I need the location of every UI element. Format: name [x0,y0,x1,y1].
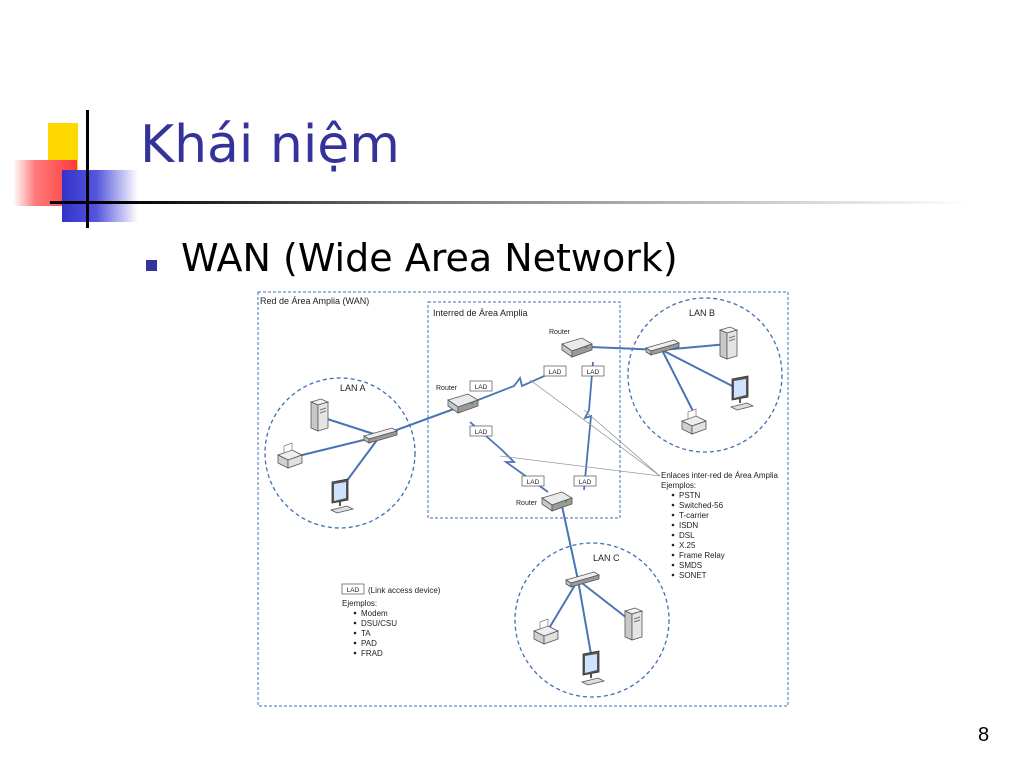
list-bullet [671,553,675,557]
slide-title: Khái niệm [140,115,400,175]
router-label: Router [549,329,571,336]
list-bullet [353,631,357,635]
list-item: ISDN [679,521,698,530]
list-bullet [671,543,675,547]
monitor-icon [330,478,354,514]
lad-label: LAD [475,429,488,436]
links-examples-label: Ejemplos: [661,481,696,490]
list-item: SONET [679,571,707,580]
list-bullet [353,611,357,615]
list-bullet [671,573,675,577]
lad-box [543,365,567,377]
list-bullet [671,493,675,497]
list-bullet [671,563,675,567]
list-item: Frame Relay [679,551,725,560]
internet-label: Interred de Área Amplia [433,308,528,318]
list-item: DSL [679,531,695,540]
list-item: DSU/CSU [361,619,397,628]
router-label: Router [516,500,538,507]
lad-box [469,380,493,392]
list-item: PAD [361,639,377,648]
wan-label: Red de Área Amplia (WAN) [260,296,369,306]
list-bullet [671,533,675,537]
lad-legend-box [341,583,365,595]
wan-boundary [257,291,789,707]
switch-icon [363,427,398,444]
lad-box [521,475,545,487]
lad-label: LAD [527,479,540,486]
list-bullet [353,641,357,645]
lad-label: LAD [475,384,488,391]
internet-boundary [427,301,621,519]
lad-examples-label: Ejemplos: [342,599,377,608]
list-bullet [353,651,357,655]
list-item: SMDS [679,561,702,570]
list-item: PSTN [679,491,701,500]
links-examples-list: PSTN Switched-56 T-carrier ISDN DSL X.25… [671,491,725,580]
bullet-square-icon [146,260,157,271]
callout-lines [499,379,661,477]
lad-legend-label: LAD [347,587,360,594]
list-item: TA [361,629,371,638]
list-item: T-carrier [679,511,709,520]
printer-icon [533,618,559,645]
lad-label: LAD [549,369,562,376]
title-decoration-line [86,110,89,228]
bullet-text: WAN (Wide Area Network) [181,236,678,280]
lan-c-circle [514,542,670,698]
lad-legend-desc: (Link access device) [368,586,441,595]
server-icon [310,398,329,432]
page-number: 8 [978,724,990,746]
lad-label: LAD [587,369,600,376]
lan-a-circle [264,377,416,529]
list-bullet [671,503,675,507]
monitor-icon [581,650,605,686]
list-item: Switched-56 [679,501,724,510]
wan-serial-links [469,361,594,493]
router-icon [541,491,573,512]
server-icon [719,326,738,360]
lad-box [581,365,605,377]
monitor-icon [730,375,754,411]
router-label: Router [436,385,458,392]
lad-box [573,475,597,487]
title-underline [50,201,970,204]
server-icon [624,607,643,641]
title-decoration-blue [62,170,138,222]
router-icon [561,337,593,358]
lan-b-circle [627,297,783,453]
wan-diagram: Red de Área Amplia (WAN) Interred de Áre… [257,291,789,707]
lad-box [469,425,493,437]
list-bullet [671,523,675,527]
list-item: Modem [361,609,388,618]
lan-a-label: LAN A [340,383,366,393]
printer-icon [681,408,707,435]
lan-c-label: LAN C [593,553,620,563]
lad-label: LAD [579,479,592,486]
printer-icon [277,442,303,469]
lad-examples-list: Modem DSU/CSU TA PAD FRAD [353,609,397,658]
lan-b-label: LAN B [689,308,715,318]
list-item: FRAD [361,649,383,658]
list-item: X.25 [679,541,696,550]
links-title: Enlaces inter-red de Área Amplia [661,471,779,480]
list-bullet [353,621,357,625]
list-bullet [671,513,675,517]
